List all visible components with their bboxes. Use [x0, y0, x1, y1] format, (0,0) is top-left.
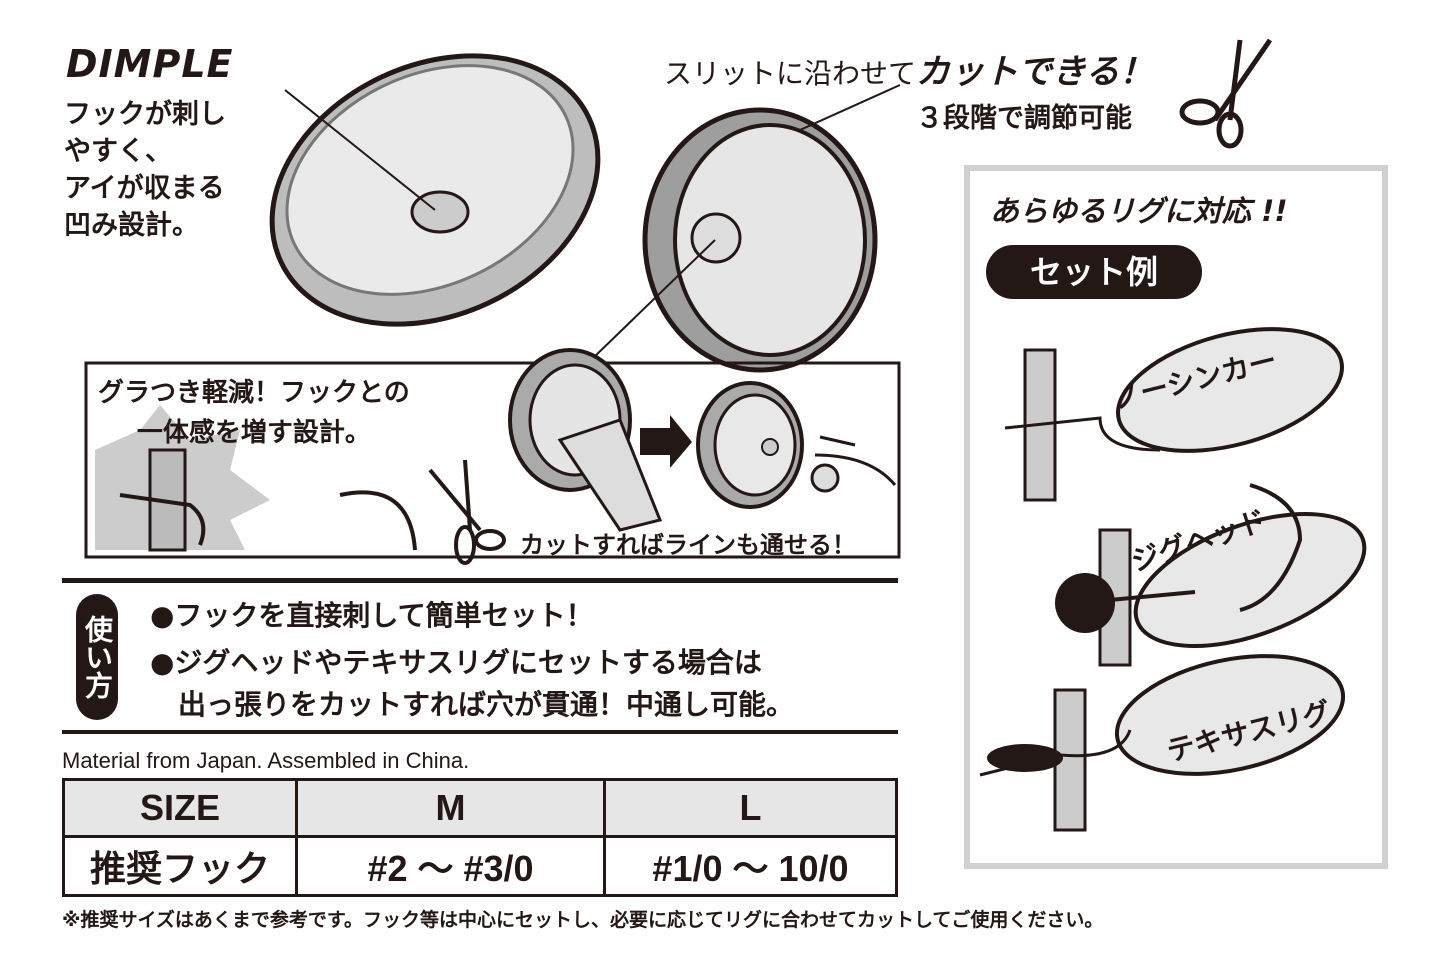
cell-m: #2 ～ #3/0: [295, 835, 606, 897]
front-disc-illustration: [559, 84, 901, 391]
size-table: SIZE M L 推奨フック #2 ～ #3/0 #1/0 ～ 10/0: [62, 778, 898, 897]
inset-box: [84, 361, 901, 559]
dimple-title: DIMPLE: [66, 42, 234, 86]
scissors-small-icon: [428, 459, 506, 565]
dimple-description: フックが刺し やすく、 アイが収まる 凹み設計。: [64, 99, 226, 241]
slit-prefix: スリットに沿わせて: [664, 57, 917, 90]
table-header-row: SIZE M L: [62, 778, 898, 838]
rig-panel-title: あらゆるリグに対応 !!: [990, 194, 1288, 228]
row-label: 推奨フック: [62, 835, 298, 897]
slit-emphasis: カットできる！: [916, 52, 1154, 92]
header-m: M: [295, 778, 606, 838]
usage-item: ●フックを直接刺して簡単セット！: [150, 599, 594, 632]
three-step-text: ３段階で調節可能: [916, 103, 1132, 134]
set-example-badge: セット例: [986, 245, 1202, 299]
scissors-icon: [1179, 38, 1273, 149]
cut-line-text: カットすればラインも通せる！: [520, 531, 856, 559]
divider: [62, 578, 898, 583]
material-origin: Material from Japan. Assembled in China.: [62, 748, 470, 773]
rig-no-sinker-illustration: [1004, 327, 1344, 502]
table-row: 推奨フック #2 ～ #3/0 #1/0 ～ 10/0: [62, 835, 898, 897]
rig-jighead-illustration: [1055, 483, 1367, 667]
divider: [62, 730, 898, 734]
rig-texas-illustration: [979, 654, 1346, 832]
header-l: L: [603, 778, 898, 838]
slit-cut-text: スリットに沿わせてカットできる！: [664, 44, 1153, 93]
footnote: ※推奨サイズはあくまで参考です。フック等は中心にセットし、必要に応じてリグに合わ…: [62, 909, 1104, 931]
cell-l: #1/0 ～ 10/0: [603, 835, 898, 897]
header-size: SIZE: [62, 778, 298, 838]
dimple-disc-illustration: [269, 53, 601, 327]
rig-panel: [964, 165, 1388, 869]
usage-badge: 使い方: [76, 594, 118, 720]
arrow-right-icon: [640, 415, 692, 468]
usage-item: ●ジグヘッドやテキサスリグにセットする場合は 出っ張りをカットすれば穴が貫通！中…: [150, 646, 795, 721]
wobble-reduction-text: グラつき軽減！フックとの 一体感を増す設計。: [98, 378, 410, 448]
